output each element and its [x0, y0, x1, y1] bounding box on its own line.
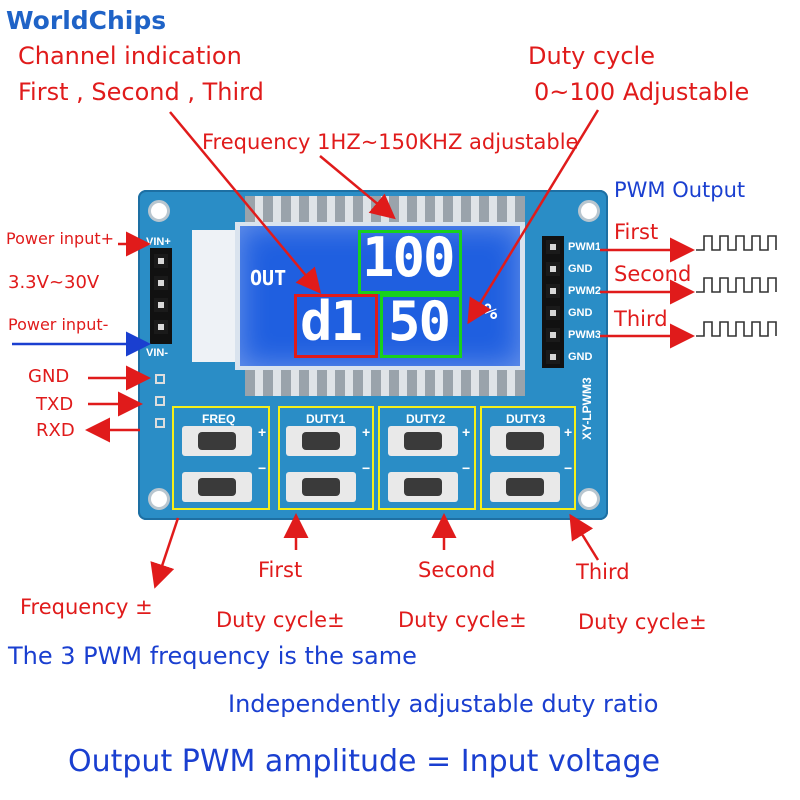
plus-silk: +	[362, 424, 371, 440]
duty-arrow	[467, 109, 600, 325]
duty1-silk: DUTY1	[306, 412, 346, 426]
rxd-pad	[155, 418, 165, 428]
mount-hole	[578, 200, 600, 222]
duty3-minus-button[interactable]	[490, 472, 560, 502]
pwm2-silk: PWM2	[568, 285, 601, 297]
lcd-channel-indicator: d1	[300, 290, 363, 353]
plus-silk: +	[462, 424, 471, 440]
pwm3-silk: PWM3	[568, 329, 601, 341]
frequency-highlight	[358, 230, 462, 294]
duty2-silk: DUTY2	[406, 412, 446, 426]
minus-silk: −	[362, 460, 371, 476]
worldchips-logo: WorldChips	[6, 6, 167, 35]
frequency-pm-label: Frequency ±	[20, 595, 153, 619]
pin	[154, 276, 168, 290]
pwm-output-label: PWM Output	[614, 178, 746, 202]
output-third-label: Third	[614, 307, 668, 331]
duty-pm-third-label: Duty cycle±	[578, 610, 707, 634]
frequency-arrow	[319, 155, 396, 220]
third-button-arrow	[569, 513, 600, 561]
duty-pm-first-label: Duty cycle±	[216, 608, 345, 632]
gnd-silk: GND	[568, 263, 593, 275]
pin	[154, 254, 168, 268]
pin	[546, 262, 560, 276]
first-channel-label: First	[258, 558, 303, 582]
duty1-button-group	[278, 406, 374, 510]
freq-silk: FREQ	[202, 412, 236, 426]
mount-hole	[148, 488, 170, 510]
duty2-minus-button[interactable]	[388, 472, 458, 502]
plus-silk: +	[258, 424, 267, 440]
output-first-label: First	[614, 220, 659, 244]
txd-label: TXD	[36, 394, 74, 415]
note-same-frequency: The 3 PWM frequency is the same	[8, 642, 417, 670]
duty2-button-group	[378, 406, 476, 510]
pin	[154, 320, 168, 334]
lcd-ribbon	[192, 230, 240, 362]
freq-button-group	[172, 406, 270, 510]
lcd-out-text: OUT	[250, 266, 287, 290]
pin	[546, 240, 560, 254]
vin-plus-silk: VIN+	[146, 236, 171, 248]
pwm2-waveform	[696, 277, 777, 293]
rxd-label: RXD	[36, 420, 75, 441]
mount-hole	[148, 200, 170, 222]
lcd-duty-value: 50	[388, 290, 451, 353]
duty2-plus-button[interactable]	[388, 426, 458, 456]
third-channel-label: Third	[576, 560, 630, 584]
pwm3-waveform	[696, 321, 777, 337]
duty-pm-second-label: Duty cycle±	[398, 608, 527, 632]
pwm1-silk: PWM1	[568, 241, 601, 253]
txd-pad	[155, 396, 165, 406]
voltage-range-label: 3.3V~30V	[8, 272, 100, 293]
pin	[546, 284, 560, 298]
frequency-label: Frequency 1HZ~150KHZ adjustable	[202, 130, 579, 154]
pin	[546, 306, 560, 320]
pin	[154, 298, 168, 312]
freq-minus-button[interactable]	[182, 472, 252, 502]
gnd-silk: GND	[568, 307, 593, 319]
power-input-minus-label: Power input-	[8, 315, 109, 334]
minus-silk: −	[462, 460, 471, 476]
mount-hole	[578, 488, 600, 510]
lcd-pins-bottom	[245, 366, 525, 396]
duty3-button-group	[480, 406, 576, 510]
lcd-frequency-value: 100	[362, 226, 456, 289]
gnd-label: GND	[28, 366, 70, 387]
plus-silk: +	[564, 424, 573, 440]
pin	[546, 328, 560, 342]
duty-range-label: 0~100 Adjustable	[534, 78, 750, 106]
duty1-plus-button[interactable]	[286, 426, 356, 456]
duty3-plus-button[interactable]	[490, 426, 560, 456]
note-amplitude: Output PWM amplitude = Input voltage	[68, 744, 661, 779]
duty-highlight	[380, 294, 462, 358]
pwm1-waveform	[696, 235, 777, 251]
second-channel-label: Second	[418, 558, 496, 582]
channel-indication-label: Channel indication	[18, 42, 242, 70]
power-input-plus-label: Power input+	[6, 229, 115, 248]
duty3-silk: DUTY3	[506, 412, 546, 426]
channel-arrow	[169, 111, 322, 294]
minus-silk: −	[564, 460, 573, 476]
freq-plus-button[interactable]	[182, 426, 252, 456]
minus-silk: −	[258, 460, 267, 476]
note-independent-duty: Independently adjustable duty ratio	[228, 690, 659, 718]
channel-order-label: First , Second , Third	[18, 78, 264, 106]
pin	[546, 350, 560, 364]
duty-cycle-label: Duty cycle	[528, 42, 655, 70]
channel-highlight	[294, 294, 378, 358]
gnd-silk: GND	[568, 351, 593, 363]
freq-button-arrow	[150, 517, 180, 589]
gnd-pad	[155, 374, 165, 384]
duty1-minus-button[interactable]	[286, 472, 356, 502]
vin-minus-silk: VIN-	[146, 347, 168, 359]
